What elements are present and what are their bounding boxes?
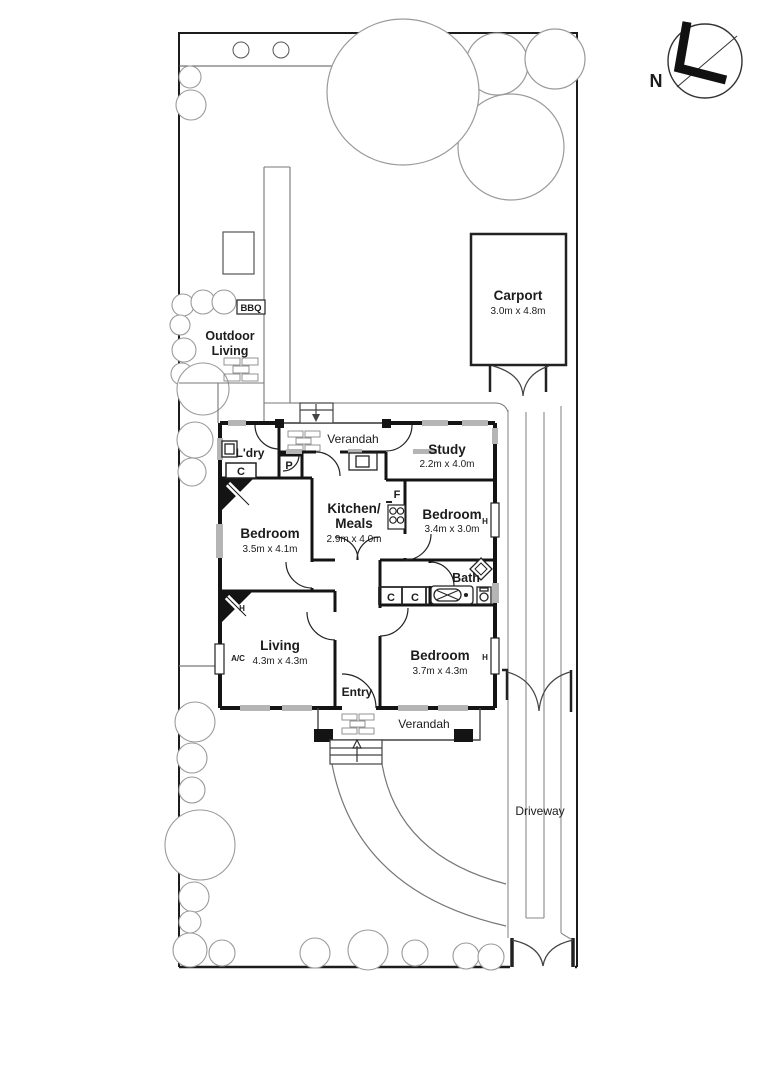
outdoor-living-label-2: Living [212, 344, 249, 358]
bedroom1-dims: 3.5m x 4.1m [242, 544, 297, 555]
bbq-label: BBQ [240, 303, 261, 314]
laundry-cupboard [225, 462, 257, 479]
paving-bricks-outdoor [223, 357, 259, 382]
verandah-bottom-structure [314, 708, 481, 742]
heater-mark-living: H [239, 604, 245, 613]
carport-label: Carport [494, 288, 543, 303]
hall-cupboard-mark-2: C [411, 592, 419, 604]
north-label: N [650, 71, 663, 91]
cupboard-walls [378, 586, 430, 605]
front-path [331, 763, 507, 927]
windows [216, 420, 499, 711]
bedroom3-dims: 3.7m x 4.3m [412, 666, 467, 677]
laundry-washer [221, 440, 238, 458]
outdoor-living-label-1: Outdoor [205, 329, 254, 343]
bbq-unit [236, 299, 266, 315]
driveway-gate [502, 668, 573, 712]
paving-bricks-verandah-top [287, 430, 321, 452]
driveway-label: Driveway [515, 804, 564, 818]
entry-label: Entry [342, 685, 373, 699]
site-labels: BBQ Outdoor Living Carport 3.0m x 4.8m D… [205, 288, 564, 818]
kitchen-sink-unit [348, 452, 378, 471]
shrubs-left-upper [175, 65, 207, 121]
hall-cupboard-mark-1: C [387, 592, 395, 604]
side-path-strip [264, 402, 509, 413]
garden-bed-top [179, 41, 337, 67]
shrubs-left-lower [164, 701, 236, 968]
shrubs-outdoor-living [169, 289, 237, 487]
outdoor-living-area [179, 299, 266, 423]
carport [469, 232, 568, 397]
kitchen-label-1: Kitchen/ [327, 501, 381, 516]
laundry-label: L'dry [236, 446, 265, 460]
heater-mark-bedroom3: H [482, 653, 488, 662]
fridge-mark: F [394, 489, 401, 501]
steps-top [299, 402, 334, 424]
verandah-top-label: Verandah [327, 432, 378, 446]
fixture-marks: C P F C C H H H A/C [231, 460, 488, 663]
driveway [507, 406, 572, 940]
bedroom1-label: Bedroom [240, 526, 299, 541]
verandah-bottom-label: Verandah [398, 717, 449, 731]
living-label: Living [260, 638, 300, 653]
kitchen-label-2: Meals [335, 516, 373, 531]
bath-fixtures [430, 557, 493, 605]
kitchen-dims: 2.9m x 4.0m [326, 534, 381, 545]
paving-bricks-verandah-bottom [341, 713, 375, 735]
carport-dims: 3.0m x 4.8m [490, 306, 545, 317]
steps-bottom [329, 738, 383, 765]
trees-top-right [326, 18, 586, 201]
door-arcs [254, 424, 455, 709]
bedroom3-label: Bedroom [410, 648, 469, 663]
ac-mark: A/C [231, 654, 245, 663]
laundry-cupboard-mark: C [237, 466, 245, 478]
rear-path [263, 166, 300, 423]
bedroom2-dims: 3.4m x 3.0m [424, 524, 479, 535]
street-entrance-gate [510, 938, 575, 967]
living-dims: 4.3m x 4.3m [252, 656, 307, 667]
study-dims: 2.2m x 4.0m [419, 459, 474, 470]
heater-mark-bedroom2: H [482, 517, 488, 526]
fireplace-bedroom1 [220, 478, 254, 512]
wall-units [214, 502, 500, 675]
bath-label: Bath [452, 571, 480, 585]
garden-shed [222, 231, 255, 275]
fireplace-living [220, 592, 252, 624]
bedroom2-label: Bedroom [422, 507, 481, 522]
room-labels: Verandah L'dry Study 2.2m x 4.0m Kitchen… [236, 432, 482, 731]
north-compass: N [650, 21, 743, 99]
study-label: Study [428, 442, 466, 457]
shrubs-bottom-row [299, 929, 505, 971]
pantry-mark: P [285, 460, 292, 472]
house-inner-walls [220, 423, 495, 708]
stove-cooktop [386, 501, 406, 530]
